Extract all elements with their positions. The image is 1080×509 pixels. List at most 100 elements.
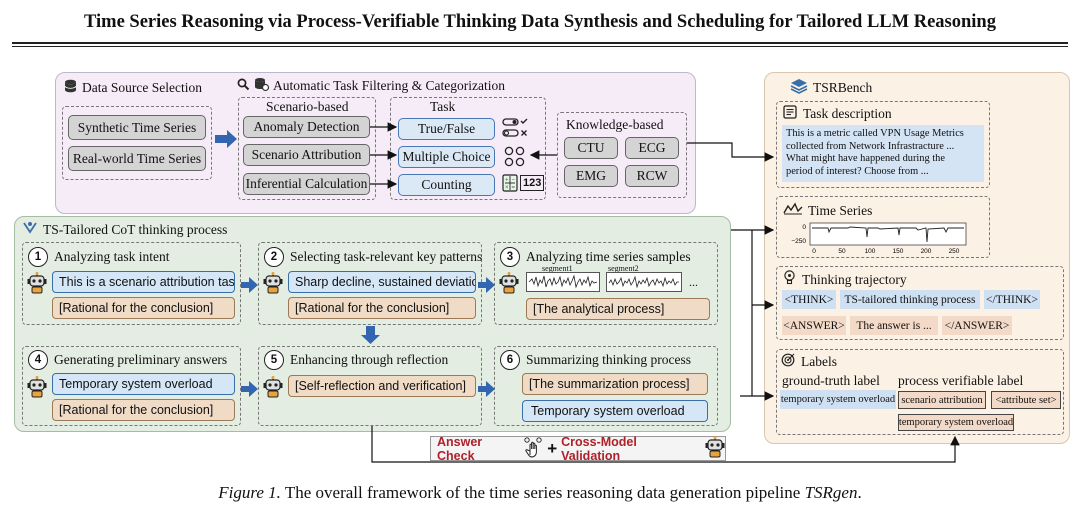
caption-suffix: . (857, 483, 862, 502)
task-desc-line: period of interest? Choose from ... (786, 165, 929, 177)
step-3-analysis: [The analytical process] (526, 298, 710, 320)
step-6-summary: [The summarization process] (522, 373, 708, 395)
ts-ytick: −250 (791, 238, 806, 245)
knowledge-rcw[interactable]: RCW (625, 165, 679, 187)
filter-database-icon (254, 77, 270, 95)
ts-xtick: 100 (865, 248, 876, 255)
task-desc-line: collected from Network Infrastracture ..… (786, 140, 955, 152)
ts-ytick: 0 (802, 224, 806, 231)
counting-icon: +−×= 123 (502, 174, 545, 192)
robot-icon (27, 272, 47, 299)
task-description-header: Task description (783, 105, 892, 123)
answer-open-tag: <ANSWER> (782, 316, 846, 335)
scenario-attribution[interactable]: Scenario Attribution (243, 144, 370, 166)
caption-name: TSRgen (804, 483, 858, 502)
step-1-box (22, 242, 241, 325)
tsrbench-header: TSRBench (790, 78, 872, 98)
list-icon (783, 105, 797, 123)
ts-xtick: 0 (812, 248, 816, 255)
data-source-synthetic[interactable]: Synthetic Time Series (68, 115, 206, 140)
chart-line-icon (783, 202, 803, 219)
step-6-final-answer: Temporary system overload (522, 400, 708, 422)
knowledge-header: Knowledge-based (566, 117, 664, 132)
database-icon (64, 79, 77, 97)
answer-close-tag: </ANSWER> (942, 316, 1012, 335)
segment-1-label: segment1 (542, 264, 573, 273)
answer-check-label: Answer Check (437, 434, 483, 463)
lightbulb-icon (783, 270, 796, 289)
think-close-tag: </THINK> (984, 290, 1040, 309)
counting-icon-label: 123 (520, 175, 545, 191)
time-series-header: Time Series (783, 202, 872, 219)
knowledge-emg[interactable]: EMG (564, 165, 618, 187)
data-source-header: Data Source Selection (64, 79, 202, 97)
knowledge-ctu[interactable]: CTU (564, 137, 618, 159)
answer-content: The answer is ... (850, 316, 938, 335)
svg-text:×: × (505, 185, 509, 191)
ts-xtick: 50 (838, 248, 846, 255)
cross-model-label: Cross-Model Validation (561, 434, 637, 463)
plus-sign: + (547, 438, 558, 458)
layers-icon (790, 78, 808, 98)
true-false-icon (502, 117, 530, 144)
figure-title: Time Series Reasoning via Process-Verifi… (84, 12, 996, 32)
task-multiple-choice[interactable]: Multiple Choice (398, 146, 495, 168)
task-true-false[interactable]: True/False (398, 118, 495, 140)
step-5-reflection: [Self-reflection and verification] (288, 375, 476, 397)
segment-2-plot (606, 272, 682, 292)
title-rule-bottom (12, 46, 1068, 47)
step-1-rationale: [Rational for the conclusion] (52, 297, 235, 319)
svg-text:=: = (512, 185, 516, 191)
think-icon (22, 221, 38, 239)
caption-prefix: Figure 1. (218, 483, 281, 502)
step-6-number: 6 (500, 350, 520, 370)
segment-ellipsis: ... (689, 275, 698, 289)
data-source-real-world[interactable]: Real-world Time Series (68, 146, 206, 171)
svg-text:+: + (505, 178, 509, 184)
title-rule-top (12, 42, 1068, 44)
figure-caption: Figure 1. The overall framework of the t… (0, 483, 1080, 503)
time-series-chart: 0 −250 0 50 100 150 200 250 (788, 222, 968, 263)
scenario-group (238, 97, 376, 200)
scenario-header: Scenario-based (266, 99, 349, 114)
time-series-box (776, 196, 990, 258)
ground-truth-label: temporary system overload (780, 390, 896, 409)
task-description-text: This is a metric called VPN Usage Metric… (782, 125, 984, 182)
thinking-trajectory-box (776, 266, 1064, 340)
scenario-anomaly-detection[interactable]: Anomaly Detection (243, 116, 370, 138)
segment-2-label: segment2 (608, 264, 639, 273)
target-icon (781, 353, 795, 371)
step-4-number: 4 (28, 350, 48, 370)
pv-label-scenario: scenario attribution (898, 391, 986, 409)
cot-header: TS-Tailored CoT thinking process (22, 221, 227, 239)
process-verifiable-header: process verifiable label (898, 373, 1024, 388)
step-1-number: 1 (28, 247, 48, 267)
step-4-box (22, 346, 241, 426)
ts-xtick: 200 (921, 248, 932, 255)
robot-icon (27, 376, 47, 403)
task-desc-line: What might have happened during the (786, 153, 945, 164)
step-2-rationale: [Rational for the conclusion] (288, 297, 476, 319)
knowledge-ecg[interactable]: ECG (625, 137, 679, 159)
robot-icon (263, 376, 283, 403)
knowledge-group (557, 112, 687, 198)
step-4-answer: Temporary system overload (52, 373, 235, 395)
data-source-group (62, 106, 212, 180)
robot-icon (705, 436, 725, 461)
scenario-inferential-calculation[interactable]: Inferential Calculation (243, 173, 370, 195)
step-2-output: Sharp decline, sustained deviation... (288, 271, 476, 293)
ts-xtick: 150 (893, 248, 904, 255)
step-5-number: 5 (264, 350, 284, 370)
ts-xtick: 250 (949, 248, 960, 255)
hand-check-icon (523, 437, 543, 460)
segment-1-plot (526, 272, 600, 292)
pv-label-attribute-set: <attribute set> (991, 391, 1061, 409)
step-1-output: This is a scenario attribution task. (52, 271, 235, 293)
task-counting[interactable]: Counting (398, 174, 495, 196)
pv-label-answer: temporary system overload (898, 414, 1014, 431)
think-open-tag: <THINK> (782, 290, 836, 309)
step-4-rationale: [Rational for the conclusion] (52, 399, 235, 421)
